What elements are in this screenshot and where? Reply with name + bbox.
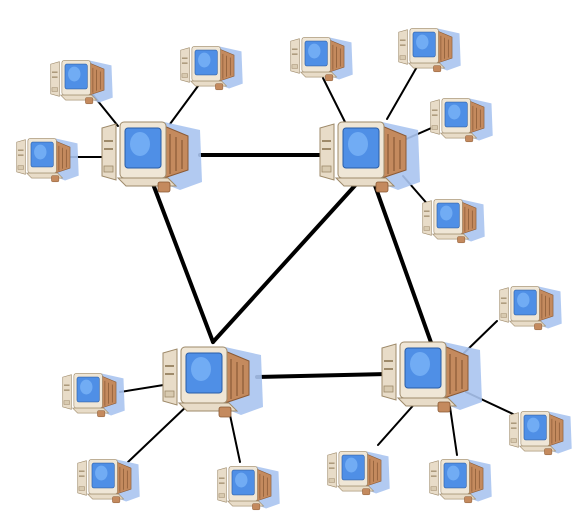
desktop-computer-icon-c-3a [62,373,125,418]
desktop-computer-icon-c-2d [422,199,485,244]
desktop-computer-icon-hub-1 [101,121,202,193]
desktop-computer-icon-hub-3 [162,346,263,418]
desktop-computer-icon-c-1b [180,46,243,91]
desktop-computer-icon-c-3b [77,459,140,504]
backbone-link-hub-2-hub-3 [211,167,372,344]
desktop-computer-icon-c-4a [499,286,562,331]
desktop-computer-icon-c-3c [217,466,280,511]
desktop-computer-icon-c-1a [50,60,113,105]
desktop-computer-icon-c-2c [430,98,493,143]
client-link-c-1b [169,85,199,125]
client-link-c-2a [322,77,347,125]
desktop-computer-icon-c-2b [398,28,461,73]
desktop-computer-icon-c-4d [429,459,492,504]
desktop-computer-icon-c-4b [509,411,572,456]
backbone-link-hub-3-hub-4 [255,372,389,379]
client-link-c-4d [449,406,458,456]
client-link-c-2b [386,64,419,120]
desktop-computer-icon-hub-2 [319,121,420,193]
client-link-c-4a [463,320,498,354]
desktop-computer-icon-c-2a [290,37,353,82]
desktop-computer-icon-c-1c [16,138,79,183]
network-nodes [16,28,572,511]
desktop-computer-icon-hub-4 [381,341,482,413]
client-link-c-4c [377,399,419,446]
backbone-link-hub-2-hub-4 [371,178,435,350]
desktop-computer-icon-c-4c [327,451,390,496]
client-link-c-3b [127,402,191,463]
backbone-link-hub-1-hub-3 [151,182,215,344]
client-link-c-3c [229,414,241,463]
